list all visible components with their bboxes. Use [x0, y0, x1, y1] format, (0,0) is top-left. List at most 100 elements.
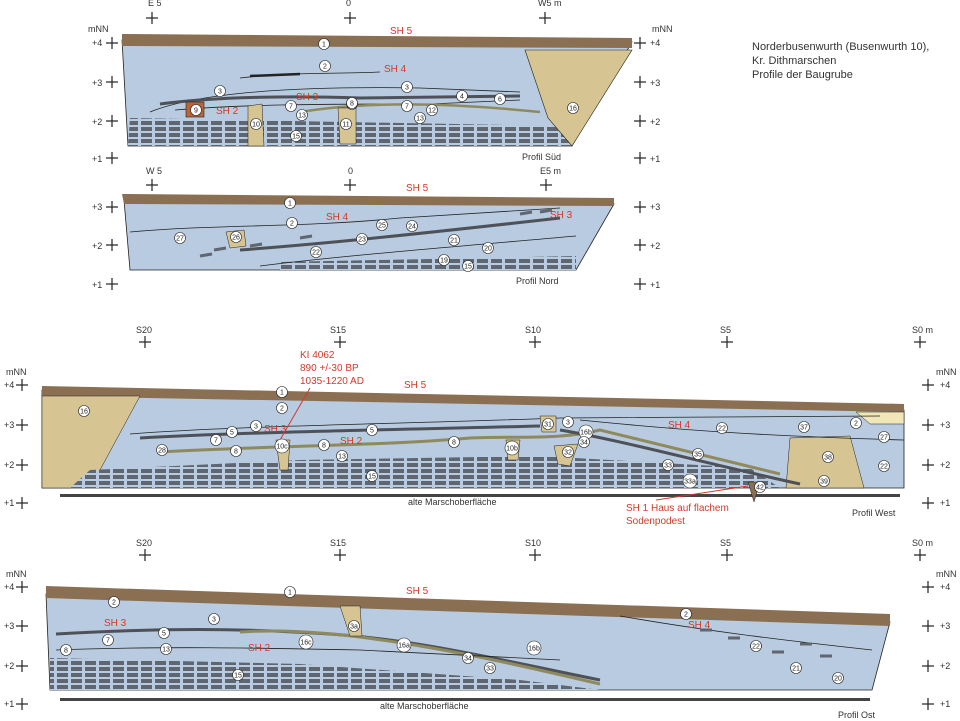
west-layer-marker: 10c — [274, 438, 290, 454]
layer-marker-label: 9 — [194, 108, 198, 115]
ost-ytick-l-1: +3 — [4, 621, 14, 631]
nord-xtick-2: E5 m — [540, 166, 561, 176]
layer-marker-label: 28 — [158, 448, 166, 455]
west-layer-marker: 38 — [822, 451, 834, 463]
layer-marker-label: 16b — [580, 430, 592, 437]
ost-ytick-l-3: +1 — [4, 699, 14, 709]
layer-marker-label: 5 — [230, 430, 234, 437]
sued-sh4: SH 4 — [384, 64, 407, 75]
sued-layer-marker: 3 — [214, 85, 226, 97]
west-sh1-line1: SH 1 Haus auf flachem — [626, 503, 729, 514]
ost-layer-marker: 3 — [208, 613, 220, 625]
layer-marker-label: 8 — [350, 101, 354, 108]
west-sh3: SH 3 — [264, 424, 287, 435]
layer-marker-circle — [850, 417, 862, 429]
ost-sh4: SH 4 — [688, 620, 711, 631]
layer-marker-label: 15 — [234, 673, 242, 680]
layer-marker-label: 32 — [564, 450, 572, 457]
west-xtick-1: S15 — [330, 325, 346, 335]
ost-unit-right: mNN — [936, 569, 957, 579]
layer-marker-label: 42 — [756, 485, 764, 492]
ost-xtick-1: S15 — [330, 538, 346, 548]
sued-xtick-1: 0 — [346, 0, 351, 8]
sued-layer-marker: 13 — [414, 112, 426, 124]
layer-marker-label: 20 — [834, 676, 842, 683]
ost-layer-marker: 16a — [396, 637, 412, 653]
sued-xtick-0: E 5 — [148, 0, 162, 8]
layer-marker-label: 10 — [252, 122, 260, 129]
layer-marker-label: 38 — [824, 455, 832, 462]
layer-marker-label: 16 — [80, 409, 88, 416]
layer-marker-label: 23 — [358, 237, 366, 244]
layer-marker-label: 15 — [464, 264, 472, 271]
layer-marker-label: 25 — [378, 223, 386, 230]
west-layer-marker: 15 — [366, 470, 378, 482]
layer-marker-label: 16c — [300, 640, 312, 647]
sued-ytick-r-3: +1 — [650, 154, 660, 164]
layer-marker-circle — [462, 652, 474, 664]
layer-marker-label: 1 — [288, 590, 292, 597]
nord-layer-marker: 2 — [286, 217, 298, 229]
layer-marker-circle — [336, 450, 348, 462]
layer-marker-label: 34 — [464, 656, 472, 663]
nord-layer-marker: 23 — [356, 233, 368, 245]
layer-marker-circle — [456, 90, 468, 102]
ost-layer-marker: 3a — [348, 620, 360, 632]
sued-layer-marker: 15 — [290, 130, 302, 142]
layer-marker-label: 11 — [342, 122, 349, 129]
layer-marker-label: 15 — [368, 474, 376, 481]
nord-ytick-l-2: +1 — [92, 280, 102, 290]
ost-layer-marker: 15 — [232, 669, 244, 681]
layer-marker-label: 39 — [820, 479, 828, 486]
west-dating-lab: KI 4062 — [300, 350, 335, 361]
layer-marker-circle — [414, 112, 426, 124]
layer-marker-circle — [396, 637, 412, 653]
layer-marker-label: 7 — [405, 104, 409, 111]
layer-marker-circle — [426, 104, 438, 116]
layer-marker-label: 22 — [312, 250, 320, 257]
sued-layer-marker: 9 — [190, 104, 202, 116]
nord-layer-marker: 1 — [284, 197, 296, 209]
layer-marker-label: 4 — [460, 94, 464, 101]
west-sh5: SH 5 — [404, 380, 427, 391]
nord-layer-marker: 27 — [174, 232, 186, 244]
west-xtick-4: S0 m — [912, 325, 933, 335]
sued-ytick-l-2: +2 — [92, 117, 102, 127]
layer-marker-label: 3 — [566, 420, 570, 427]
layer-marker-label: 3 — [405, 85, 409, 92]
layer-marker-circle — [526, 640, 542, 656]
ost-layer-marker: 5 — [158, 627, 170, 639]
ost-ytick-l-0: +4 — [4, 582, 14, 592]
layer-marker-label: 22 — [880, 464, 888, 471]
layer-marker-label: 7 — [106, 638, 110, 645]
nord-ytick-r-0: +3 — [650, 202, 660, 212]
sued-ytick-l-1: +3 — [92, 78, 102, 88]
layer-marker-label: 5 — [162, 631, 166, 638]
west-layer-marker: 3 — [562, 416, 574, 428]
layer-marker-circle — [230, 231, 242, 243]
layer-marker-label: 26 — [232, 235, 240, 242]
ost-xtick-0: S20 — [136, 538, 152, 548]
layer-marker-circle — [716, 422, 728, 434]
layer-marker-circle — [401, 100, 413, 112]
west-layer-marker: 35 — [692, 448, 704, 460]
layer-marker-label: 2 — [323, 64, 327, 71]
nord-layer-marker: 24 — [406, 220, 418, 232]
caption-line-1: Norderbusenwurth (Busenwurth 10), — [752, 41, 930, 53]
layer-marker-label: 20 — [484, 246, 492, 253]
layer-marker-label: 34 — [580, 440, 588, 447]
nord-ytick-l-0: +3 — [92, 202, 102, 212]
west-unit-right: mNN — [936, 367, 957, 377]
nord-sh3: SH 3 — [550, 210, 573, 221]
nord-xtick-0: W 5 — [146, 166, 162, 176]
layer-marker-circle — [310, 246, 322, 258]
layer-marker-label: 2 — [112, 600, 116, 607]
west-dating-ad: 1035-1220 AD — [300, 376, 364, 387]
layer-marker-label: 31 — [544, 422, 552, 429]
nord-layer-marker: 26 — [230, 231, 242, 243]
layer-marker-label: 24 — [408, 224, 416, 231]
west-ytick-l-1: +3 — [4, 420, 14, 430]
layer-marker-circle — [284, 197, 296, 209]
ost-ytick-r-2: +2 — [940, 661, 950, 671]
west-sh4: SH 4 — [668, 420, 691, 431]
